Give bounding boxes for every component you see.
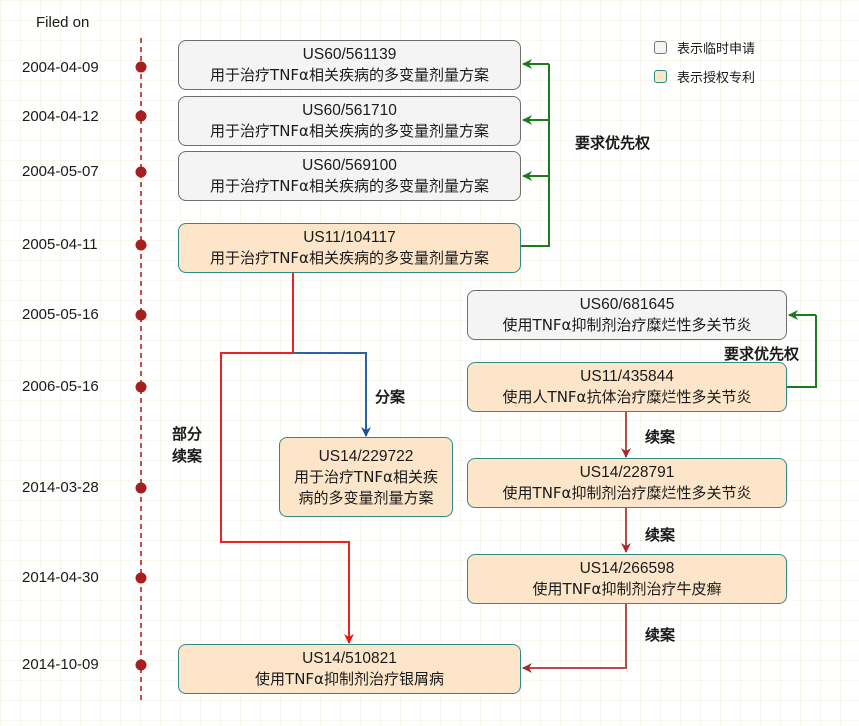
application-box-us14-510821[interactable]: US14/510821 使用TNFα抑制剂治疗银屑病 <box>178 644 521 694</box>
date-label: 2004-04-12 <box>22 108 99 125</box>
legend-label: 表示授权专利 <box>677 71 756 86</box>
timeline-dot <box>135 61 147 73</box>
application-box-us60-681645[interactable]: US60/681645 使用TNFα抑制剂治疗糜烂性多关节炎 <box>467 290 787 340</box>
divisional-connector <box>293 352 371 437</box>
legend-label: 表示临时申请 <box>677 42 756 57</box>
application-number: US60/681645 <box>579 296 675 313</box>
application-box-us14-266598[interactable]: US14/266598 使用TNFα抑制剂治疗牛皮癣 <box>467 554 787 604</box>
priority-claim-connector-1 <box>521 59 550 247</box>
cip-label-line1: 部分 <box>172 425 203 443</box>
date-label: 2005-04-11 <box>22 236 98 253</box>
date-label: 2004-04-09 <box>22 59 99 76</box>
legend-swatch-granted <box>654 70 667 83</box>
timeline-dot <box>135 572 147 584</box>
application-number: US11/435844 <box>580 368 674 385</box>
application-number: US14/229722 <box>318 447 414 465</box>
application-number: US60/561139 <box>302 46 397 63</box>
date-label: 2004-05-07 <box>22 163 99 180</box>
timeline-dots <box>135 61 147 671</box>
timeline-dot <box>135 239 147 251</box>
continuation-connectors <box>522 411 631 673</box>
continuation-label: 续案 <box>645 428 676 446</box>
priority-claim-connector-2 <box>787 310 817 388</box>
application-title-line1: 用于治疗TNFα相关疾 <box>294 467 438 486</box>
priority-claim-label: 要求优先权 <box>575 134 651 152</box>
application-title: 使用人TNFα抗体治疗糜烂性多关节炎 <box>502 388 752 406</box>
application-box-us60-561139[interactable]: US60/561139 用于治疗TNFα相关疾病的多变量剂量方案 <box>178 40 521 90</box>
application-title: 用于治疗TNFα相关疾病的多变量剂量方案 <box>210 249 489 267</box>
application-box-us11-435844[interactable]: US11/435844 使用人TNFα抗体治疗糜烂性多关节炎 <box>467 362 787 412</box>
timeline-dot <box>135 110 147 122</box>
timeline-dot <box>135 659 147 671</box>
legend-swatch-provisional <box>654 41 667 54</box>
continuation-label: 续案 <box>645 526 676 544</box>
cip-connector <box>220 272 354 644</box>
application-number: US14/266598 <box>579 560 675 577</box>
timeline-dot <box>135 166 147 178</box>
application-box-us11-104117[interactable]: US11/104117 用于治疗TNFα相关疾病的多变量剂量方案 <box>178 223 521 273</box>
cip-label-line2: 续案 <box>172 447 203 465</box>
application-title: 使用TNFα抑制剂治疗银屑病 <box>255 670 444 688</box>
application-title: 使用TNFα抑制剂治疗糜烂性多关节炎 <box>502 484 752 502</box>
date-label: 2014-03-28 <box>22 479 99 496</box>
timeline-dot <box>135 309 147 321</box>
application-title: 用于治疗TNFα相关疾病的多变量剂量方案 <box>210 66 489 84</box>
date-label: 2014-10-09 <box>22 656 99 673</box>
date-label: 2014-04-30 <box>22 569 99 586</box>
application-box-us60-569100[interactable]: US60/569100 用于治疗TNFα相关疾病的多变量剂量方案 <box>178 151 521 201</box>
application-title: 使用TNFα抑制剂治疗牛皮癣 <box>532 580 722 598</box>
application-box-us60-561710[interactable]: US60/561710 用于治疗TNFα相关疾病的多变量剂量方案 <box>178 96 521 146</box>
legend-provisional: 表示临时申请 <box>654 38 755 57</box>
application-title: 用于治疗TNFα相关疾病的多变量剂量方案 <box>210 177 489 195</box>
application-box-us14-229722[interactable]: US14/229722 用于治疗TNFα相关疾 病的多变量剂量方案 <box>279 437 453 517</box>
legend-granted: 表示授权专利 <box>654 67 755 86</box>
divisional-label: 分案 <box>375 388 406 406</box>
timeline-dot <box>135 482 147 494</box>
application-number: US60/569100 <box>302 157 397 174</box>
priority-claim-label: 要求优先权 <box>724 345 800 363</box>
application-title-line2: 病的多变量剂量方案 <box>298 488 434 507</box>
date-label: 2005-05-16 <box>22 306 99 323</box>
continuation-label: 续案 <box>645 626 676 644</box>
timeline-dot <box>135 381 147 393</box>
application-number: US14/510821 <box>302 650 397 667</box>
application-number: US14/228791 <box>579 464 675 481</box>
application-number: US60/561710 <box>302 102 397 119</box>
application-title: 用于治疗TNFα相关疾病的多变量剂量方案 <box>210 122 489 140</box>
date-label: 2006-05-16 <box>22 378 99 395</box>
timeline-header: Filed on <box>36 14 90 31</box>
application-number: US11/104117 <box>303 229 396 246</box>
application-title: 使用TNFα抑制剂治疗糜烂性多关节炎 <box>502 316 752 334</box>
application-box-us14-228791[interactable]: US14/228791 使用TNFα抑制剂治疗糜烂性多关节炎 <box>467 458 787 508</box>
